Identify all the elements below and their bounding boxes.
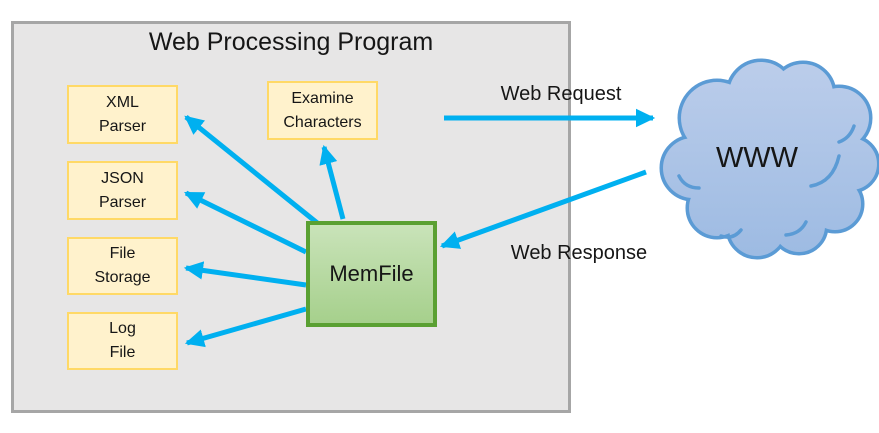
node-examine-characters: Examine Characters (267, 81, 378, 140)
web-response-label: Web Response (510, 242, 648, 264)
node-log-file: Log File (67, 312, 178, 370)
web-request-label: Web Request (500, 83, 622, 105)
www-label: WWW (716, 142, 799, 174)
node-memfile: MemFile (306, 221, 437, 327)
node-json-parser: JSON Parser (67, 161, 178, 220)
node-file-storage: File Storage (67, 237, 178, 295)
www-cloud: WWW (659, 58, 879, 260)
node-xml-parser: XML Parser (67, 85, 178, 144)
cloud-fill (663, 62, 877, 256)
cloud-inner-arcs (677, 124, 856, 239)
program-title: Web Processing Program (148, 28, 434, 56)
